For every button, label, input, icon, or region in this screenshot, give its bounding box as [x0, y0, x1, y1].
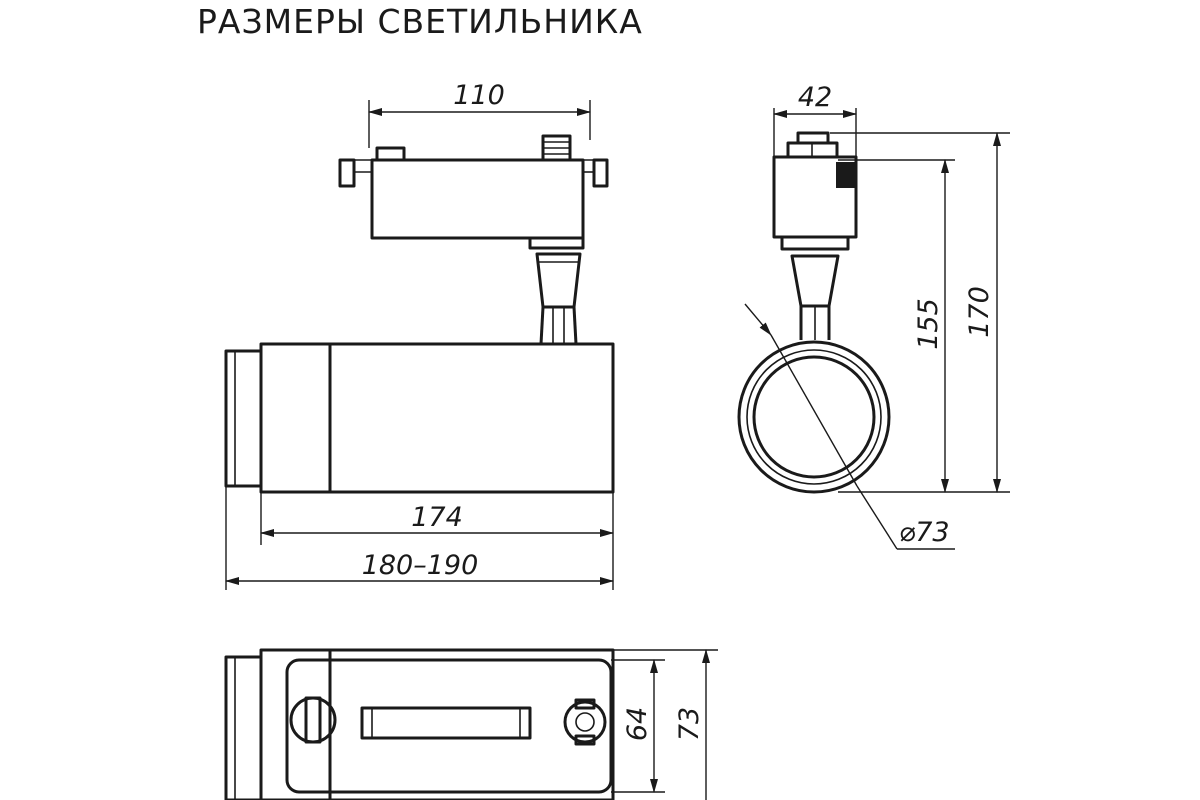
- top-left-connector: [289, 696, 337, 744]
- dim-total-length: 180–190: [362, 550, 479, 581]
- dim-outer-width: 73: [674, 707, 705, 741]
- dim-adapter-width: 110: [453, 80, 505, 111]
- side-inner-circle: [752, 355, 876, 479]
- front-contact-left: [375, 146, 406, 162]
- front-lens-ring: [224, 349, 263, 488]
- side-neck: [780, 235, 850, 251]
- top-center-bar: [360, 706, 532, 740]
- top-lens-ring: [224, 655, 263, 800]
- front-lamp-body: [259, 342, 615, 494]
- dim-side-depth: 42: [798, 82, 832, 113]
- front-view: 110 174 180–190: [224, 80, 615, 590]
- front-left-clip: [338, 158, 356, 188]
- top-right-connector: [563, 700, 607, 744]
- page-title: РАЗМЕРЫ СВЕТИЛЬНИКА: [197, 2, 643, 41]
- top-adapter-plate: [285, 658, 613, 794]
- side-view: 42 155 170 ⌀73: [737, 82, 1010, 550]
- side-stem: [790, 254, 840, 308]
- side-outer-circle: [737, 340, 891, 494]
- dim-diameter: ⌀73: [899, 517, 950, 548]
- dim-height-to-axis: 155: [913, 298, 944, 350]
- front-right-clip: [592, 158, 609, 188]
- side-lock-tab: [836, 162, 856, 188]
- dim-total-height: 170: [964, 286, 995, 338]
- front-neck: [528, 236, 585, 250]
- dim-body-length: 174: [411, 502, 463, 533]
- front-adapter-body: [370, 158, 585, 240]
- top-lamp-body: [259, 648, 615, 800]
- dim-inner-width: 64: [622, 707, 653, 741]
- top-view: 64 73: [224, 648, 718, 800]
